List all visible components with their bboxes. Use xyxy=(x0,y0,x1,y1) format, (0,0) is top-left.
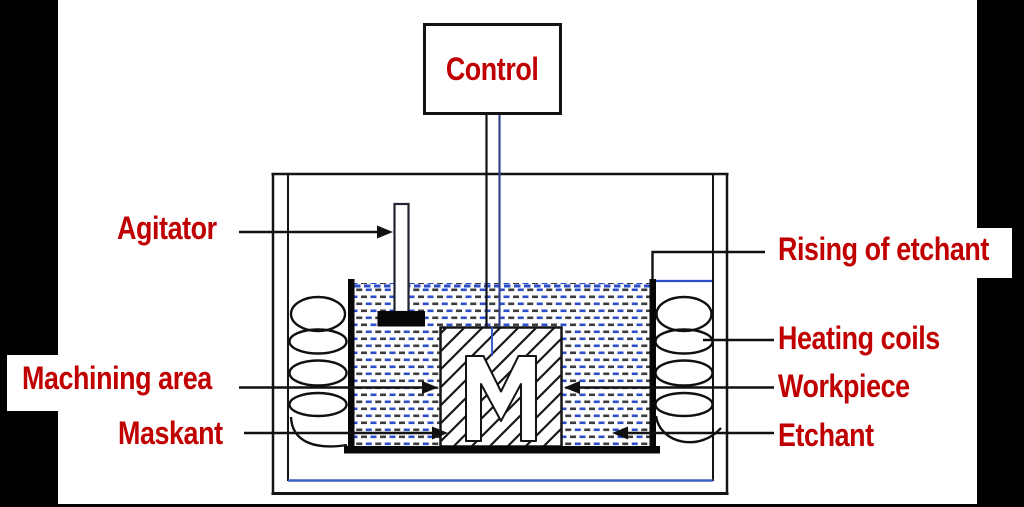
control-box: Control xyxy=(423,23,562,115)
heating-coil-left xyxy=(288,295,348,448)
etchant-arrowhead xyxy=(612,426,628,440)
agitator-label: Agitator xyxy=(117,210,217,246)
heating-coils-label: Heating coils xyxy=(778,320,940,356)
agitator-arrowhead xyxy=(377,225,393,239)
agitator-paddle xyxy=(377,311,425,327)
heating-coil-right xyxy=(654,295,722,444)
agitator-shape xyxy=(377,202,425,327)
control-shaft xyxy=(485,115,501,327)
rising-etchant-callout-line xyxy=(651,250,765,280)
left-edge-band xyxy=(0,0,58,507)
workpiece-shape xyxy=(439,326,563,448)
bottom-edge-strip xyxy=(0,504,1024,507)
workpiece-label: Workpiece xyxy=(778,368,910,404)
machined-m-cavity xyxy=(465,355,537,442)
machining-area-label: Machining area xyxy=(22,360,212,396)
control-box-label: Control xyxy=(446,51,539,87)
callouts xyxy=(239,225,774,440)
rising-etchant-label-patch xyxy=(766,228,1012,278)
maskant-label: Maskant xyxy=(118,415,223,451)
machining-area-arrowhead xyxy=(422,381,438,394)
maskant-arrowhead xyxy=(432,426,448,440)
etchant-label: Etchant xyxy=(778,417,874,453)
workpiece-arrowhead xyxy=(564,381,580,394)
machining-area-label-patch xyxy=(7,355,238,411)
rising-of-etchant-label: Rising of etchant xyxy=(778,231,989,267)
outer-container xyxy=(271,172,729,495)
etch-tank xyxy=(344,279,660,454)
